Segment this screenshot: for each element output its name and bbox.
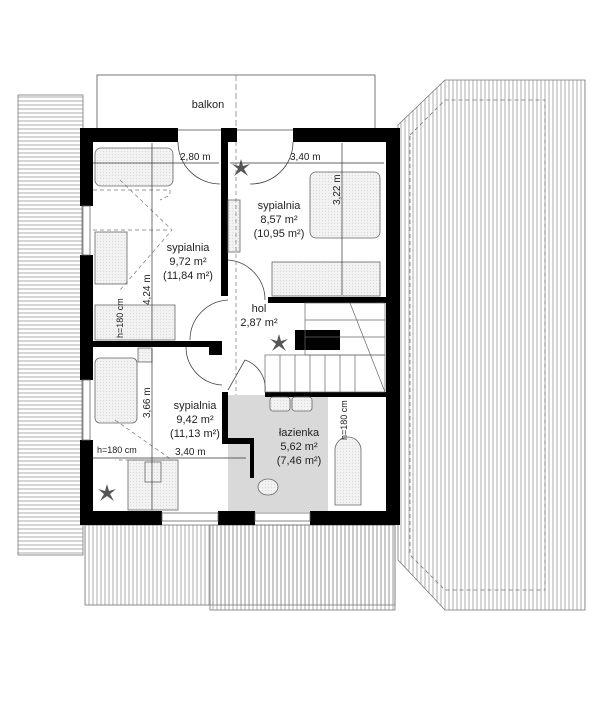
bathtub-icon — [94, 147, 174, 187]
room-gross-area: (11,13 m²) — [170, 428, 220, 440]
desk — [227, 199, 241, 253]
room-area: 5,62 m² — [280, 441, 318, 453]
room-area: 9,72 m² — [169, 256, 207, 268]
room-bathroom: łazienka 5,62 m² (7,46 m²) — [277, 427, 322, 467]
room-gross-area: (7,46 m²) — [277, 455, 322, 467]
plant-icon — [270, 334, 288, 351]
room-hall: hol 2,87 m² — [240, 303, 278, 329]
roof-left — [17, 94, 84, 556]
bed-icon — [94, 304, 176, 341]
bed-icon — [94, 231, 128, 285]
chimney — [295, 330, 340, 350]
plant-icon — [232, 159, 250, 176]
windows — [81, 205, 311, 522]
room-name: hol — [252, 303, 267, 315]
bathtub-icon — [334, 436, 362, 506]
bathtub-icon — [94, 357, 138, 424]
room-area: 8,57 m² — [260, 214, 298, 226]
dim-right-room-depth: 3,22 m — [332, 174, 343, 205]
sink-icon — [269, 396, 291, 412]
room-name: łazienka — [279, 427, 320, 439]
room-bedroom-3: sypialnia 9,42 m² (11,13 m²) — [170, 400, 220, 440]
nightstand — [137, 347, 153, 363]
height-left-lower: h=180 cm — [97, 445, 137, 455]
balcony-label: balkon — [192, 99, 224, 111]
walls — [80, 128, 400, 525]
toilet-icon — [257, 478, 279, 496]
room-name: sypialnia — [174, 400, 218, 412]
dim-top-right-width: 3,40 m — [290, 152, 321, 163]
room-gross-area: (11,84 m²) — [163, 270, 213, 282]
dim-bottom-left-depth: 3,66 m — [142, 387, 153, 418]
height-bathroom: h=180 cm — [339, 400, 349, 440]
wardrobe — [271, 261, 381, 297]
roof-right — [397, 79, 586, 611]
roof-bottom — [84, 524, 396, 611]
dim-left-room-depth: 4,24 m — [142, 274, 153, 305]
room-name: sypialnia — [258, 200, 302, 212]
dim-top-left-width: 2,80 m — [180, 152, 211, 163]
dim-bottom-left-width: 3,40 m — [175, 447, 206, 458]
balcony: balkon — [96, 74, 376, 131]
stairs-icon — [264, 302, 386, 393]
bathroom-floor — [228, 395, 328, 512]
chair — [144, 461, 162, 483]
room-gross-area: (10,95 m²) — [254, 228, 305, 240]
sink-icon — [291, 396, 313, 412]
room-name: sypialnia — [167, 242, 211, 254]
room-bedroom-1: sypialnia 9,72 m² (11,84 m²) — [163, 242, 213, 282]
bed-icon — [309, 171, 381, 239]
room-area: 2,87 m² — [240, 317, 278, 329]
height-left-upper: h=180 cm — [115, 298, 125, 338]
room-area: 9,42 m² — [176, 414, 214, 426]
room-bedroom-2: sypialnia 8,57 m² (10,95 m²) — [254, 200, 305, 240]
plant-icon — [98, 484, 116, 501]
